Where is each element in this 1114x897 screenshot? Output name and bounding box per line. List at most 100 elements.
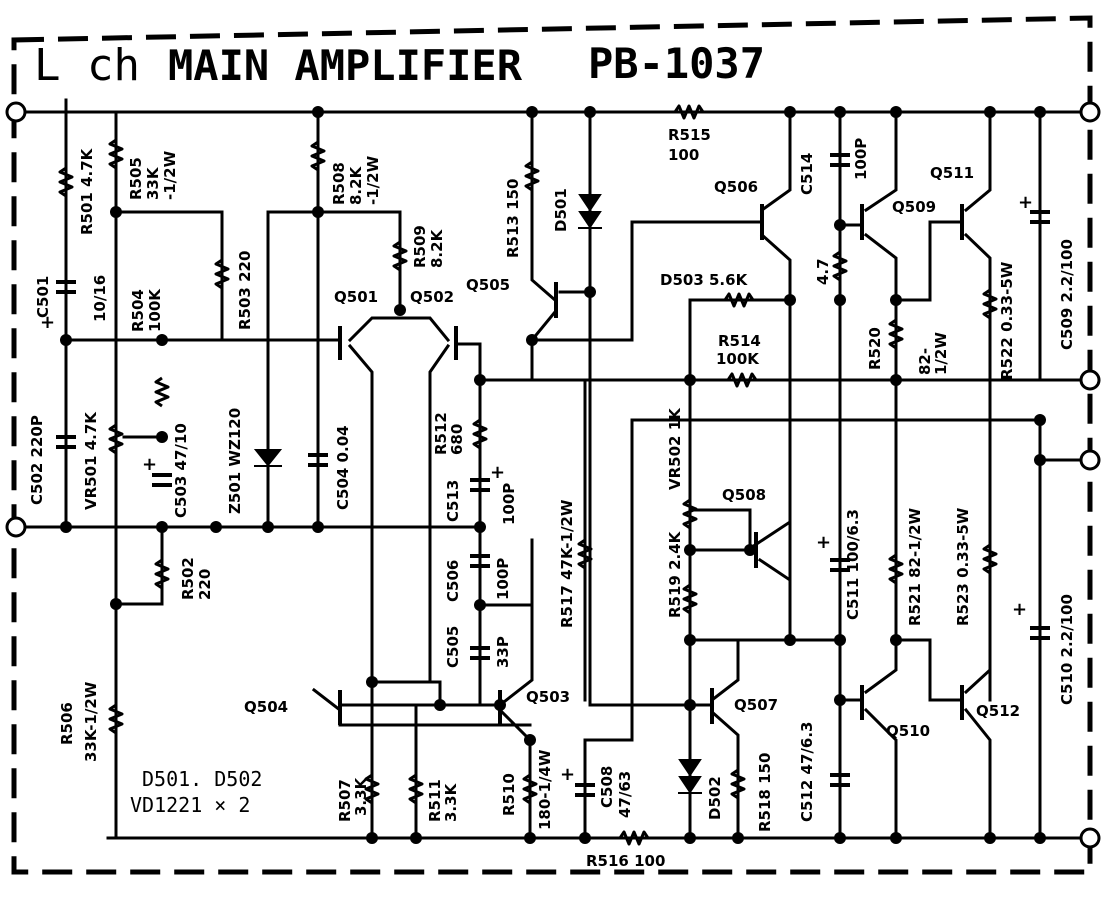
c511-label: C511 100/6.3 [844, 509, 862, 620]
r523-symbol [982, 543, 998, 575]
c512-ref: C513 [444, 480, 462, 522]
transistor-symbols [338, 204, 964, 725]
r505-ref: R505 [127, 157, 145, 200]
polarity-marks: + + + + + + + [40, 192, 1033, 785]
r505-value: 33K [144, 166, 162, 200]
title-channel: L ch [34, 40, 140, 91]
c504-label: C504 0.04 [334, 425, 352, 510]
r506-symbol [108, 703, 124, 735]
c508-plus: + [560, 764, 575, 785]
r512-ref: R512 [432, 412, 450, 455]
c508-value: 47/63 [616, 771, 634, 818]
c508-symbol [575, 783, 595, 797]
junctions [60, 106, 1046, 844]
r511-value: 3.3K [442, 782, 460, 822]
title-board: PB-1037 [588, 39, 765, 88]
c503-label: C503 47/10 [172, 423, 190, 518]
terminals [5, 101, 1101, 849]
r517-label: R517 47K-1/2W [558, 499, 576, 628]
r503-symbol [214, 258, 230, 290]
c503-plus: + [142, 454, 157, 475]
c501-ref: C501 [34, 276, 52, 318]
r501-symbol [58, 166, 74, 198]
c513-value: 100P [852, 138, 870, 180]
r516-label: R516 100 [586, 852, 665, 870]
q503-label: Q503 [526, 688, 570, 706]
vr501-label: VR501 4.7K [82, 411, 100, 510]
c503-symbol [152, 473, 172, 487]
terminal-ground [1079, 449, 1101, 471]
terminal-top-left [5, 101, 27, 123]
c512-symbol [470, 478, 490, 492]
d502-symbol [678, 759, 702, 794]
c506-value: 100P [494, 558, 512, 600]
c510-symbol [1030, 626, 1050, 640]
c506-symbol [470, 554, 490, 568]
horizontal-labels: R515 100 Q506 Q511 Q509 D503 5.6K R514 1… [130, 126, 1020, 870]
q502-label: Q502 [410, 288, 454, 306]
c510-label: C510 2.2/100 [1058, 594, 1076, 705]
q512-label: Q512 [976, 702, 1020, 720]
r522-label: R522 0.33-5W [998, 261, 1016, 380]
r506-value: 33K-1/2W [82, 681, 100, 762]
q506-label: Q506 [714, 178, 758, 196]
r512-value: 680 [448, 424, 466, 455]
r509-symbol [392, 240, 408, 272]
z501-label: Z501 WZ120 [226, 408, 244, 514]
c512-plus: + [490, 462, 505, 483]
c512-value: 100P [500, 483, 518, 525]
c505-symbol [470, 646, 490, 660]
c501-plus: + [40, 312, 55, 333]
r-4-7-value: 4.7 [814, 258, 832, 285]
r509-ref: R509 [411, 225, 429, 268]
c513-ref: C514 [798, 153, 816, 195]
c504-symbol [308, 453, 328, 467]
c505-ref: C505 [444, 626, 462, 668]
title-name: MAIN AMPLIFIER [168, 41, 523, 90]
r502-ref: R502 [179, 557, 197, 600]
r502-value: 220 [196, 569, 214, 600]
c502-symbol [56, 435, 76, 449]
q510-label: Q510 [886, 722, 930, 740]
vr502-symbol [682, 498, 698, 530]
terminal-output [1079, 369, 1101, 391]
c511-plus: + [816, 532, 831, 553]
r515-ref: R515 [668, 126, 711, 144]
r504-ref: R504 [129, 289, 147, 332]
c514-label: C512 47/6.3 [798, 722, 816, 823]
r503-label: R503 220 [236, 251, 254, 330]
terminal-bottom-right [1079, 827, 1101, 849]
q504-label: Q504 [244, 698, 288, 716]
diode-note-line1: D501. D502 [142, 767, 262, 791]
r520-symbol [888, 318, 904, 350]
r519-symbol [682, 583, 698, 615]
c514-symbol [830, 773, 850, 787]
r519-label: R519 2.4K [666, 530, 684, 618]
r514-value: 100K [716, 350, 760, 368]
r501-label: R501 4.7K [78, 147, 96, 235]
r514-symbol [726, 372, 758, 388]
r507-ref: R507 [336, 779, 354, 822]
r515-value: 100 [668, 146, 699, 164]
r508-ref: R508 [330, 162, 348, 205]
c502-label: C502 220P [28, 415, 46, 505]
r505-symbol [108, 138, 124, 170]
c501-value: 10/16 [91, 275, 109, 322]
r504-value: 100K [146, 288, 164, 332]
r507-symbol [364, 773, 380, 805]
diode-symbols [253, 194, 702, 794]
r508-symbol [310, 140, 326, 172]
c509-plus: + [1018, 192, 1033, 213]
r504-symbol [154, 376, 170, 408]
r502-symbol [154, 558, 170, 590]
vr502-label: VR502 1K [666, 407, 684, 490]
c509-symbol [1030, 210, 1050, 224]
r520-ref: R520 [866, 327, 884, 370]
r521-symbol [888, 553, 904, 585]
r521-label: R521 82-1/2W [906, 507, 924, 626]
wires [14, 98, 1092, 840]
q508-label: Q508 [722, 486, 766, 504]
r520-value: 82- [916, 348, 934, 375]
r523-label: R523 0.33-5W [954, 507, 972, 626]
vr501-symbol [108, 423, 124, 455]
